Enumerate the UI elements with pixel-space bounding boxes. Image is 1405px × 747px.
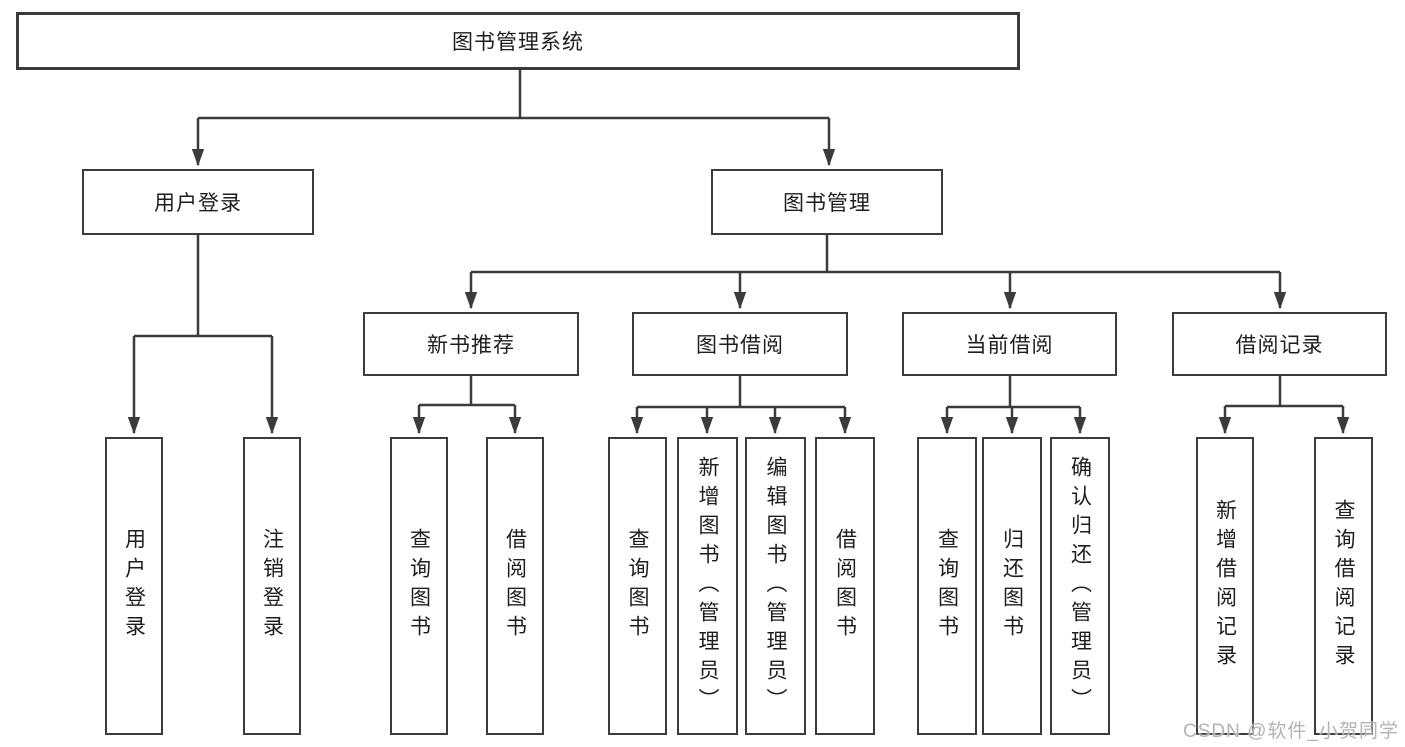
connector-userlogin-rail [134, 235, 272, 338]
connector-current-rail [947, 376, 1080, 409]
node-label: 图书管理 [783, 192, 871, 215]
node-borrowing-records: 借阅记录 [1172, 312, 1387, 376]
leaf-return-book: 归还图书 [982, 437, 1042, 735]
node-label: 图书借阅 [696, 334, 784, 357]
node-label: 当前借阅 [965, 334, 1054, 357]
node-label: 借阅图书 [833, 528, 857, 644]
node-new-book-recommend: 新书推荐 [363, 312, 579, 376]
node-current-borrowing: 当前借阅 [902, 312, 1117, 376]
node-label: 用户登录 [154, 192, 242, 215]
node-user-login: 用户登录 [82, 169, 314, 235]
connector-bookmgmt-rail [471, 235, 1280, 274]
leaf-borrow-book-recommend: 借阅图书 [486, 437, 544, 735]
node-book-borrowing: 图书借阅 [632, 312, 848, 376]
leaf-logout: 注销登录 [243, 437, 301, 735]
leaf-query-book-current: 查询图书 [917, 437, 977, 735]
node-label: 归还图书 [1000, 528, 1024, 644]
leaf-query-borrow-record: 查询借阅记录 [1314, 437, 1373, 735]
connector-root-rail [198, 70, 829, 120]
node-label: 查询图书 [626, 528, 649, 644]
node-label: 确认归还（管理员） [1068, 455, 1092, 717]
node-label: 查询图书 [935, 528, 959, 644]
node-label: 新增图书（管理员） [696, 455, 719, 717]
node-label: 注销登录 [260, 528, 284, 644]
node-label: 新增借阅记录 [1213, 499, 1237, 673]
node-label: 编辑图书（管理员） [764, 455, 787, 717]
leaf-user-login: 用户登录 [105, 437, 163, 735]
node-label: 图书管理系统 [452, 31, 584, 54]
leaf-add-borrow-record: 新增借阅记录 [1196, 437, 1254, 735]
node-label: 查询图书 [407, 528, 431, 644]
node-label: 新书推荐 [427, 334, 515, 357]
node-book-management: 图书管理 [711, 169, 943, 235]
node-label: 用户登录 [122, 528, 146, 644]
node-label: 借阅图书 [503, 528, 527, 644]
leaf-query-book-recommend: 查询图书 [390, 437, 448, 735]
leaf-add-book-admin: 新增图书（管理员） [677, 437, 738, 735]
connector-borrow-rail [637, 376, 845, 409]
leaf-edit-book-admin: 编辑图书（管理员） [745, 437, 806, 735]
node-root-system: 图书管理系统 [16, 12, 1020, 70]
leaf-confirm-return-admin: 确认归还（管理员） [1050, 437, 1110, 735]
leaf-borrow-book: 借阅图书 [815, 437, 875, 735]
node-label: 借阅记录 [1235, 334, 1324, 357]
csdn-watermark: CSDN @软件_小贺同学 [1183, 721, 1399, 742]
connector-newbook-rail [419, 376, 515, 407]
connector-records-rail [1225, 376, 1343, 408]
leaf-query-book-borrow: 查询图书 [608, 437, 667, 735]
node-label: 查询借阅记录 [1332, 499, 1355, 673]
